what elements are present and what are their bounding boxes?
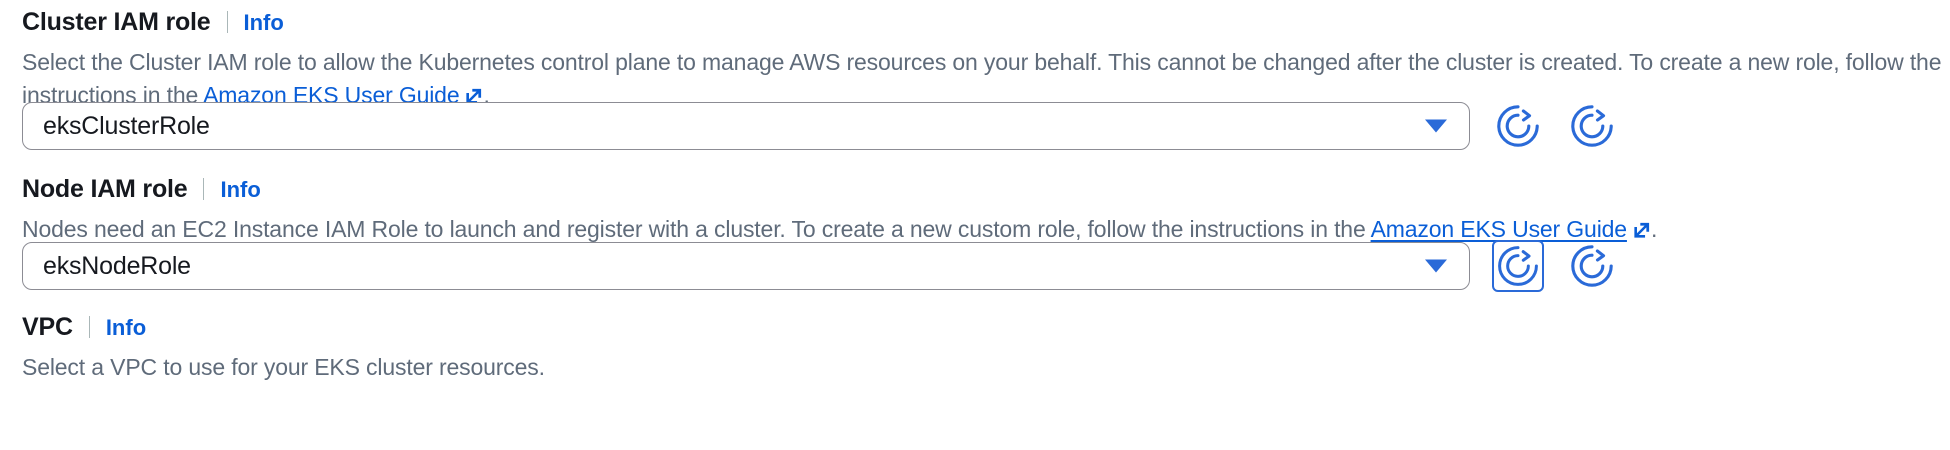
node-iam-role-control-row: eksNodeRole xyxy=(22,240,1618,292)
cluster-iam-role-refresh-button[interactable] xyxy=(1492,100,1544,152)
node-iam-role-info-link[interactable]: Info xyxy=(220,177,261,202)
cluster-iam-role-description: Select the Cluster IAM role to allow the… xyxy=(22,46,1950,111)
cluster-iam-role-label-row: Cluster IAM role Info xyxy=(22,8,1950,37)
node-iam-role-description-text: Nodes need an EC2 Instance IAM Role to l… xyxy=(22,216,1371,242)
vpc-description-text: Select a VPC to use for your EKS cluster… xyxy=(22,354,545,380)
cluster-iam-role-control-row: eksClusterRole xyxy=(22,100,1618,152)
node-iam-role-user-guide-link[interactable]: Amazon EKS User Guide xyxy=(1370,216,1628,242)
vpc-label-row: VPC Info xyxy=(22,313,545,342)
node-iam-role-section: Node IAM role Info Nodes need an EC2 Ins… xyxy=(22,175,1657,246)
chevron-down-icon[interactable] xyxy=(1425,119,1447,133)
cluster-iam-role-refresh-button-secondary[interactable] xyxy=(1566,100,1618,152)
node-iam-role-refresh-button[interactable] xyxy=(1492,240,1544,292)
external-link-icon[interactable] xyxy=(464,82,483,104)
cluster-iam-role-description-text: Select the Cluster IAM role to allow the… xyxy=(22,49,1942,108)
node-iam-role-select[interactable]: eksNodeRole xyxy=(22,242,1470,290)
node-iam-role-refresh-button-secondary[interactable] xyxy=(1566,240,1618,292)
refresh-icon xyxy=(1497,105,1539,147)
label-divider xyxy=(203,178,205,200)
cluster-iam-role-select-value: eksClusterRole xyxy=(43,111,210,140)
cluster-iam-role-section: Cluster IAM role Info Select the Cluster… xyxy=(22,8,1950,111)
refresh-icon xyxy=(1571,105,1613,147)
cluster-iam-role-info-link[interactable]: Info xyxy=(243,10,284,35)
chevron-down-icon[interactable] xyxy=(1425,259,1447,273)
vpc-description: Select a VPC to use for your EKS cluster… xyxy=(22,351,545,384)
label-divider xyxy=(226,11,228,33)
node-iam-role-description-tail: . xyxy=(1650,216,1658,242)
vpc-section: VPC Info Select a VPC to use for your EK… xyxy=(22,313,545,384)
cluster-iam-role-description-tail: . xyxy=(483,81,490,108)
vpc-info-link[interactable]: Info xyxy=(105,315,147,340)
cluster-iam-role-select[interactable]: eksClusterRole xyxy=(22,102,1470,150)
vpc-label: VPC xyxy=(22,313,73,341)
refresh-icon xyxy=(1498,246,1538,286)
node-iam-role-label: Node IAM role xyxy=(22,175,188,203)
cluster-iam-role-label: Cluster IAM role xyxy=(22,8,211,36)
external-link-icon[interactable] xyxy=(1632,216,1651,238)
node-iam-role-description: Nodes need an EC2 Instance IAM Role to l… xyxy=(22,213,1657,246)
label-divider xyxy=(88,316,90,338)
node-iam-role-label-row: Node IAM role Info xyxy=(22,175,1657,204)
refresh-icon xyxy=(1571,245,1613,287)
node-iam-role-select-value: eksNodeRole xyxy=(43,251,191,280)
